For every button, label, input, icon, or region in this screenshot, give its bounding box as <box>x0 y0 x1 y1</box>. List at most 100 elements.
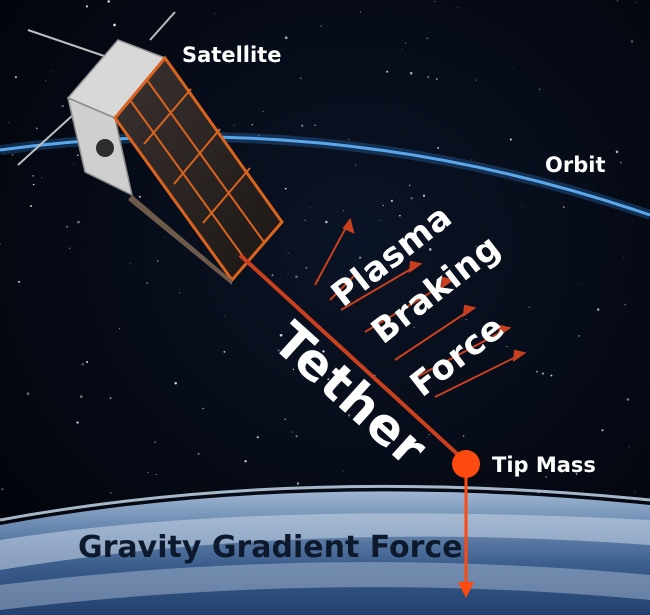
star <box>538 88 541 90</box>
plasma-force-arrows <box>314 217 527 398</box>
star <box>325 220 328 224</box>
star <box>52 71 54 73</box>
star <box>615 150 619 154</box>
star <box>342 210 344 212</box>
star <box>628 446 630 448</box>
star <box>244 460 247 463</box>
satellite-label: Satellite <box>182 43 281 67</box>
star <box>29 205 33 208</box>
star <box>457 6 459 8</box>
star <box>214 13 216 15</box>
star <box>578 335 580 337</box>
star <box>470 159 472 161</box>
star <box>251 124 253 126</box>
star <box>305 266 308 269</box>
star <box>409 71 413 75</box>
star <box>521 205 523 207</box>
star <box>76 421 79 424</box>
star <box>179 292 181 294</box>
star <box>1 488 4 491</box>
star <box>320 25 322 27</box>
star <box>154 441 156 443</box>
star <box>81 362 84 366</box>
star <box>425 3 426 5</box>
star <box>630 40 634 43</box>
star <box>634 491 636 493</box>
star <box>292 368 295 371</box>
star <box>284 418 287 421</box>
star <box>36 127 38 130</box>
star <box>109 18 110 20</box>
star <box>310 206 312 208</box>
star <box>164 236 166 238</box>
star <box>576 171 578 173</box>
star <box>287 274 289 276</box>
star <box>528 306 531 308</box>
star <box>314 124 316 127</box>
star <box>0 242 1 245</box>
star <box>129 263 131 265</box>
star <box>173 477 174 479</box>
star-field <box>0 0 637 499</box>
star <box>428 434 430 436</box>
star <box>409 184 411 186</box>
star <box>45 80 47 82</box>
tether-line <box>238 253 468 464</box>
star <box>86 361 89 363</box>
star <box>223 314 225 316</box>
star <box>380 329 383 332</box>
star <box>359 11 362 13</box>
star <box>359 256 362 259</box>
star <box>361 283 363 285</box>
gravity-gradient-force-label: Gravity Gradient Force <box>78 530 463 565</box>
star <box>299 77 302 80</box>
star <box>355 164 357 166</box>
tip-mass <box>452 450 480 478</box>
star <box>284 187 287 190</box>
star <box>72 163 74 165</box>
star <box>14 76 17 79</box>
star <box>301 124 304 127</box>
star <box>620 161 622 164</box>
star <box>109 397 112 399</box>
star <box>322 350 325 353</box>
star <box>110 492 112 494</box>
star <box>399 214 401 217</box>
star <box>155 473 157 475</box>
star <box>475 79 477 81</box>
star <box>390 199 394 203</box>
star <box>402 49 404 51</box>
star <box>32 183 35 186</box>
star <box>295 275 298 278</box>
star <box>348 138 350 141</box>
star <box>342 471 344 472</box>
star <box>49 440 51 441</box>
star <box>80 395 83 398</box>
star <box>146 281 149 284</box>
star <box>160 241 162 242</box>
star <box>291 431 294 433</box>
star <box>426 436 428 438</box>
star <box>262 110 264 113</box>
star <box>623 256 625 258</box>
star <box>32 175 34 177</box>
star <box>118 328 121 330</box>
star <box>156 260 159 262</box>
gravity-arrow-head <box>458 582 474 598</box>
star <box>18 280 21 283</box>
star <box>189 61 191 63</box>
star <box>287 252 289 254</box>
star <box>174 382 177 385</box>
earth-atmosphere <box>0 484 650 522</box>
star <box>465 319 467 321</box>
star <box>296 482 300 485</box>
star <box>426 37 429 40</box>
tip-mass-label: Tip Mass <box>492 453 596 477</box>
star <box>506 345 508 348</box>
star <box>219 51 223 54</box>
star <box>147 471 149 474</box>
star <box>624 303 626 306</box>
star <box>386 70 389 73</box>
star <box>295 435 298 438</box>
